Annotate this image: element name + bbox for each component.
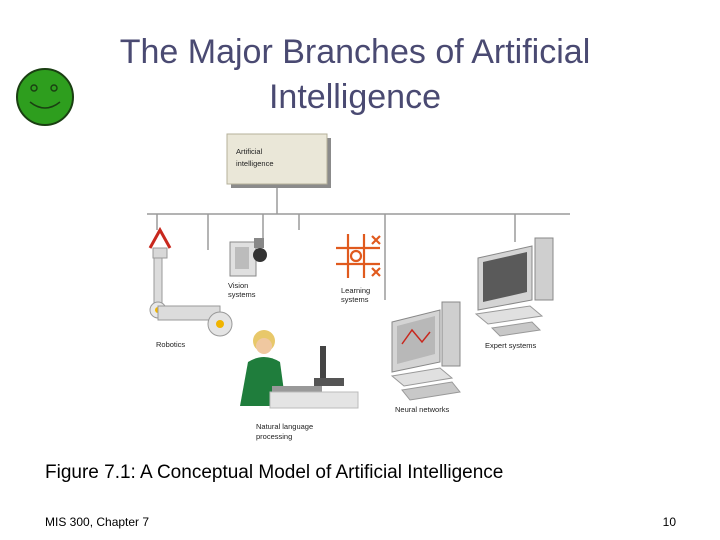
root-label-line-1: Artificial — [236, 147, 263, 156]
nlp-person-icon — [240, 330, 359, 409]
expert-systems-computer-icon — [474, 237, 554, 337]
learning-label-line-1: Learning — [341, 286, 370, 295]
tic-tac-toe-icon — [336, 234, 381, 278]
title-line-1: The Major Branches of Artificial — [119, 33, 591, 71]
vision-label-line-1: Vision — [228, 281, 248, 290]
connector-lines — [147, 188, 570, 300]
root-node: Artificial intelligence — [226, 133, 331, 188]
ai-branches-diagram: Artificial intelligence Robotics Vision … — [147, 133, 570, 441]
learning-label-line-2: systems — [341, 295, 369, 304]
robotics-label: Robotics — [156, 340, 185, 349]
neural-networks-computer-icon — [390, 301, 461, 401]
slide-title: The Major Branches of Artificial Intelli… — [90, 30, 620, 120]
title-line-2: Intelligence — [268, 78, 441, 116]
nlp-label-line-1: Natural language — [256, 422, 313, 431]
page-number: 10 — [662, 515, 676, 529]
robotics-arm-icon — [148, 226, 233, 337]
expert-systems-label: Expert systems — [485, 341, 537, 350]
vision-label-line-2: systems — [228, 290, 256, 299]
root-label-line-2: intelligence — [236, 159, 274, 168]
footer-course: MIS 300, Chapter 7 — [45, 515, 150, 529]
neural-networks-label: Neural networks — [395, 405, 449, 414]
vision-camera-icon — [229, 238, 267, 277]
smiley-face-icon — [16, 68, 74, 126]
nlp-label-line-2: processing — [256, 432, 292, 441]
figure-caption: Figure 7.1: A Conceptual Model of Artifi… — [45, 462, 504, 483]
